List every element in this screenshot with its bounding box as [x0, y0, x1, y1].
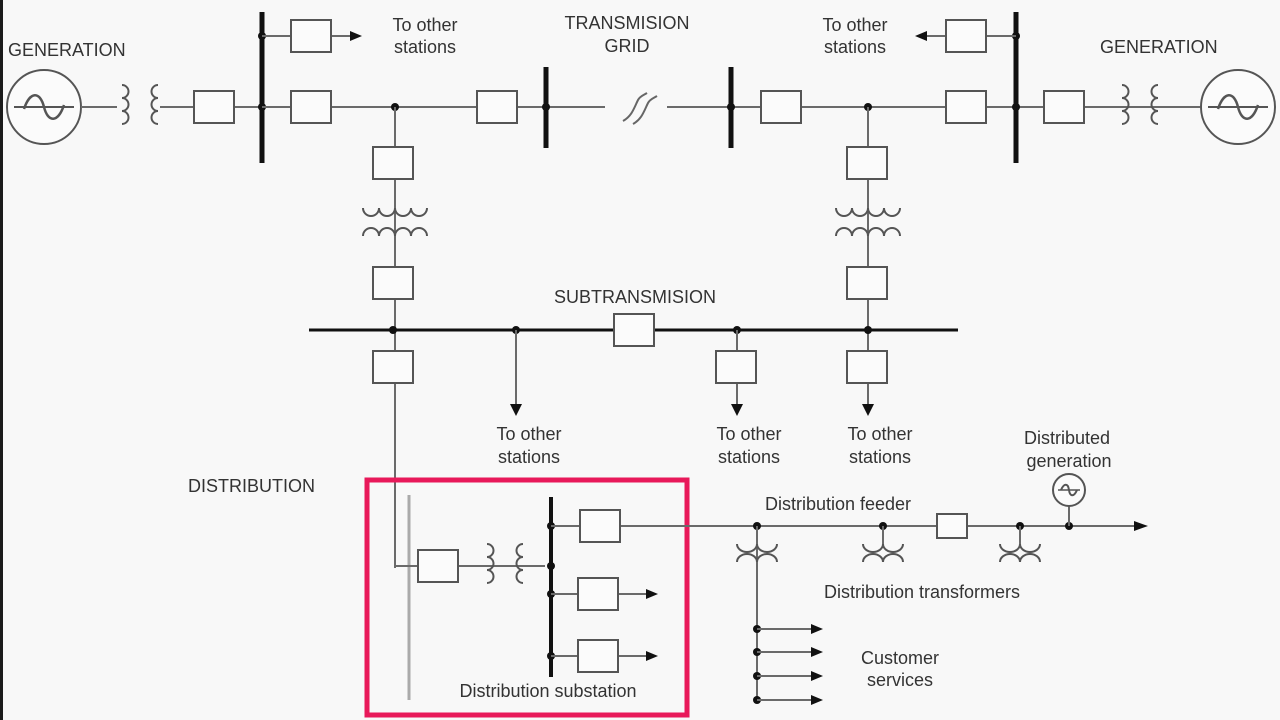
label-to-other-5: To other: [847, 424, 912, 444]
label-stations-5: stations: [849, 447, 911, 467]
line-break-icon: [622, 92, 658, 125]
breaker: [846, 350, 888, 384]
label-generation-dg: generation: [1026, 451, 1111, 471]
label-stations-2: stations: [824, 37, 886, 57]
breaker: [290, 19, 332, 53]
arrow-icon: [915, 31, 927, 41]
node: [864, 326, 872, 334]
breaker: [577, 577, 619, 611]
transformer-gen-right: [1121, 84, 1159, 125]
label-to-other-3: To other: [496, 424, 561, 444]
arrow-icon: [646, 651, 658, 661]
label-transmission: TRANSMISION: [564, 13, 689, 33]
transformer-substation: [486, 543, 524, 584]
breaker: [715, 350, 757, 384]
label-distribution-feeder: Distribution feeder: [765, 494, 911, 514]
breaker-feeder: [936, 513, 968, 539]
customer-service-taps: [753, 624, 823, 705]
generator-right: [1199, 68, 1277, 146]
label-stations-3: stations: [498, 447, 560, 467]
node: [1012, 103, 1020, 111]
highlight-box-distribution-substation: [364, 477, 690, 718]
breaker: [846, 146, 888, 180]
label-distribution-substation: Distribution substation: [459, 681, 636, 701]
breaker: [945, 19, 987, 53]
arrow-icon: [646, 589, 658, 599]
generator-left: [5, 68, 83, 146]
distributed-generator-icon: [1052, 473, 1086, 507]
label-generation-right: GENERATION: [1100, 37, 1218, 57]
label-distribution-transformers: Distribution transformers: [824, 582, 1020, 602]
label-stations-1: stations: [394, 37, 456, 57]
label-grid: GRID: [605, 36, 650, 56]
label-stations-4: stations: [718, 447, 780, 467]
breaker-bus-tie: [613, 313, 655, 347]
label-to-other-2: To other: [822, 15, 887, 35]
label-services: services: [867, 670, 933, 690]
breaker: [372, 146, 414, 180]
label-subtransmission: SUBTRANSMISION: [554, 287, 716, 307]
breaker: [290, 90, 332, 124]
breaker: [1043, 90, 1085, 124]
breaker: [417, 549, 459, 583]
arrow-icon: [731, 404, 743, 416]
breaker: [372, 266, 414, 300]
breaker: [577, 639, 619, 673]
arrow-icon: [510, 404, 522, 416]
arrow-icon: [350, 31, 362, 41]
breaker: [846, 266, 888, 300]
breaker: [372, 350, 414, 384]
label-distribution: DISTRIBUTION: [188, 476, 315, 496]
node: [547, 562, 555, 570]
left-edge-border: [0, 0, 3, 720]
distribution-transformer: [862, 543, 904, 563]
label-to-other-1: To other: [392, 15, 457, 35]
arrow-icon: [1134, 521, 1148, 531]
label-customer: Customer: [861, 648, 939, 668]
transformer-gen-left: [121, 84, 159, 125]
breaker: [945, 90, 987, 124]
arrow-icon: [862, 404, 874, 416]
node: [727, 103, 735, 111]
breaker: [193, 90, 235, 124]
breaker: [476, 90, 518, 124]
breaker: [760, 90, 802, 124]
breaker: [579, 509, 621, 543]
node: [389, 326, 397, 334]
distribution-transformer: [999, 543, 1041, 563]
node: [542, 103, 550, 111]
label-generation-left: GENERATION: [8, 40, 126, 60]
label-to-other-4: To other: [716, 424, 781, 444]
label-distributed: Distributed: [1024, 428, 1110, 448]
